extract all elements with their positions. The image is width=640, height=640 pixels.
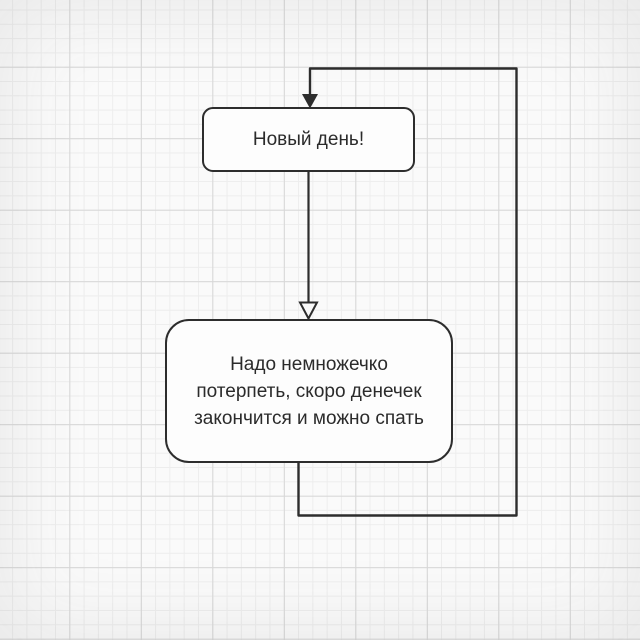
node-wait-label-line-2: потерпеть, скоро денечек bbox=[196, 380, 422, 402]
edge-wait-to-start-loop[interactable] bbox=[297, 67, 518, 517]
node-start[interactable]: Новый день! bbox=[202, 107, 415, 172]
node-start-label: Новый день! bbox=[252, 128, 365, 150]
node-wait-label-line-3: закончится и можно спать bbox=[194, 407, 424, 429]
node-wait-label-line-1: Надо немножечко bbox=[230, 353, 388, 375]
arrowhead-open bbox=[298, 301, 319, 321]
node-wait[interactable]: Надо немножечко потерпеть, скоро денечек… bbox=[165, 319, 453, 463]
arrowhead-filled bbox=[302, 94, 318, 109]
